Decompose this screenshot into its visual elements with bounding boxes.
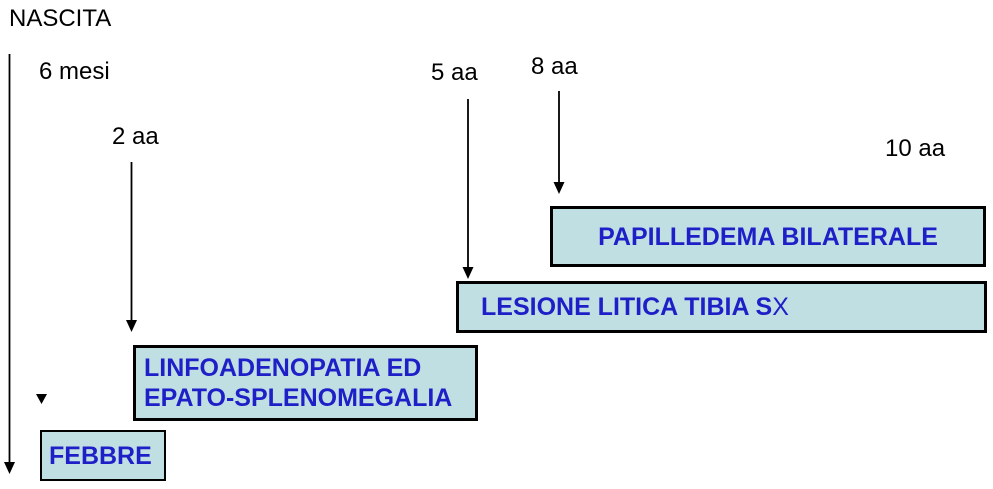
age-label-10-aa: 10 aa [885, 135, 946, 162]
age-label-2-aa: 2 aa [112, 123, 159, 150]
event-box-febbre: FEBBRE [40, 430, 166, 481]
nascita-timeline-arrow [4, 54, 15, 474]
event-label-linfo-line1: LINFOADENOPATIA ED [144, 354, 422, 382]
event-box-linfoadenopatia: LINFOADENOPATIA ED EPATO-SPLENOMEGALIA [133, 345, 478, 421]
8-aa-arrow [553, 91, 565, 194]
event-box-lesione-litica: LESIONE LITICA TIBIA SX [456, 281, 987, 333]
age-label-nascita: NASCITA [9, 5, 112, 32]
2-aa-arrow [126, 162, 137, 332]
age-label-8-aa: 8 aa [531, 53, 578, 80]
event-box-papilledema: PAPILLEDEMA BILATERALE [550, 206, 986, 267]
6-mesi-arrowhead [36, 394, 47, 404]
5-aa-arrow [462, 99, 474, 279]
age-label-5-aa: 5 aa [431, 59, 478, 86]
event-label-linfo-line2: EPATO-SPLENOMEGALIA [144, 384, 453, 412]
event-label-febbre: FEBBRE [49, 441, 152, 470]
age-label-6-mesi: 6 mesi [39, 58, 110, 85]
event-label-lesione: LESIONE LITICA TIBIA SX [481, 293, 789, 321]
event-label-papilledema: PAPILLEDEMA BILATERALE [598, 222, 938, 251]
